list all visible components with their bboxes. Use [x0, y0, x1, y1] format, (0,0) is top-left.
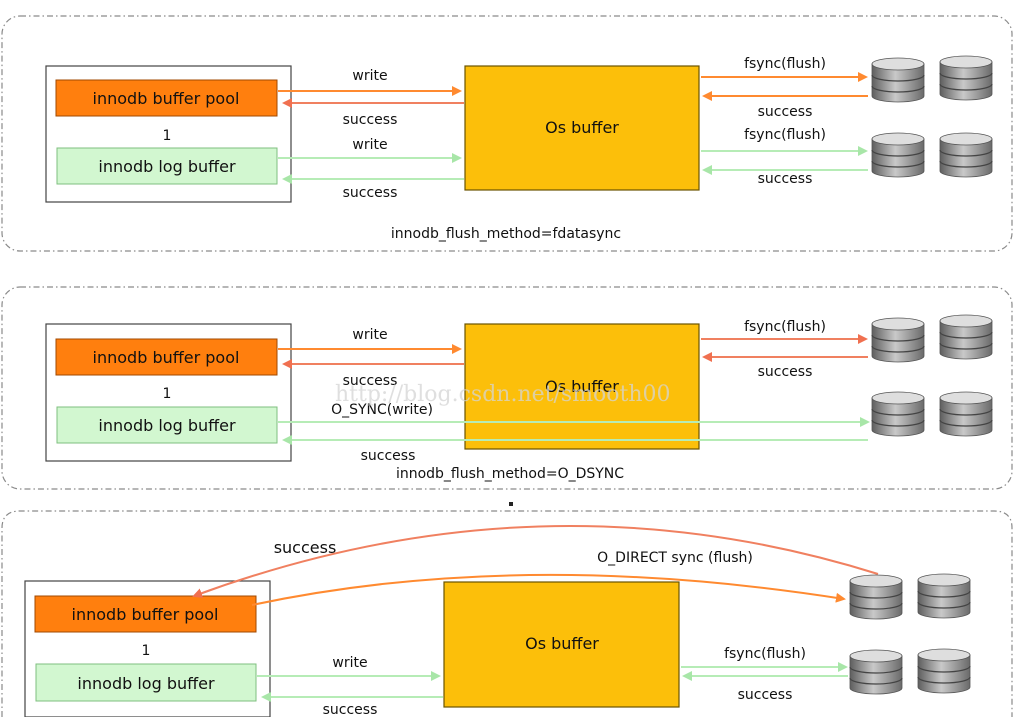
- innodb-buffer-pool-box: [55, 79, 278, 117]
- separator-dot: [509, 502, 513, 506]
- database-icon: [871, 391, 925, 437]
- write-label: write: [352, 327, 387, 343]
- log-fsync-label: fsync(flush): [724, 646, 806, 662]
- os-buffer-label: Os buffer: [545, 377, 619, 396]
- buffer-pool-label: innodb buffer pool: [93, 348, 240, 367]
- os-buffer-box: [464, 323, 700, 450]
- database-icon: [871, 132, 925, 178]
- database-icon: [871, 317, 925, 363]
- innodb-log-buffer-box: [56, 406, 278, 444]
- database-icon: [917, 573, 971, 619]
- log-write-label: write: [352, 137, 387, 153]
- direct-success-arrow: [192, 525, 879, 598]
- write-label: write: [352, 68, 387, 84]
- panel-caption: innodb_flush_method=O_DSYNC: [396, 466, 624, 482]
- os-buffer-label: Os buffer: [525, 634, 599, 653]
- innodb-log-buffer-box: [56, 147, 278, 185]
- watermark: http://blog.csdn.net/smooth00: [335, 382, 671, 407]
- log-fsync-success-label: success: [738, 687, 793, 703]
- fsync-success-label: success: [758, 104, 813, 120]
- log-success-label: success: [343, 185, 398, 201]
- os-buffer-label: Os buffer: [545, 118, 619, 137]
- database-icon: [917, 648, 971, 694]
- log-buffer-label: innodb log buffer: [77, 674, 215, 693]
- panel-caption: innodb_flush_method=fdatasync: [391, 226, 621, 242]
- panel-frame: [1, 15, 1013, 252]
- panel-o-direct: innodb buffer pool 1 innodb log buffer O…: [1, 510, 1013, 717]
- panel-frame: [1, 510, 1013, 717]
- one-label: 1: [142, 643, 151, 659]
- database-icon: [939, 391, 993, 437]
- log-fsync-label: fsync(flush): [744, 127, 826, 143]
- direct-success-label: success: [274, 538, 337, 557]
- innodb-buffer-pool-box: [34, 595, 257, 633]
- panel-frame: [1, 286, 1013, 490]
- log-buffer-label: innodb log buffer: [98, 157, 236, 176]
- os-buffer-box: [443, 581, 680, 708]
- buffer-pool-label: innodb buffer pool: [93, 89, 240, 108]
- log-success-label: success: [323, 702, 378, 717]
- one-label: 1: [163, 128, 172, 144]
- panel-o-dsync: innodb buffer pool 1 innodb log buffer O…: [1, 286, 1013, 490]
- fsync-label: fsync(flush): [744, 56, 826, 72]
- o-direct-arrow: [251, 573, 846, 606]
- fsync-label: fsync(flush): [744, 319, 826, 335]
- o-sync-write-label: O_SYNC(write): [331, 402, 433, 418]
- database-icon: [939, 55, 993, 101]
- success-label: success: [343, 373, 398, 389]
- os-buffer-box: [464, 65, 700, 191]
- success-label: success: [343, 112, 398, 128]
- log-write-label: write: [332, 655, 367, 671]
- log-fsync-success-label: success: [758, 171, 813, 187]
- o-direct-label: O_DIRECT sync (flush): [597, 550, 753, 566]
- buffer-pool-label: innodb buffer pool: [72, 605, 219, 624]
- panel-fdatasync: innodb buffer pool 1 innodb log buffer O…: [1, 15, 1013, 252]
- database-icon: [871, 57, 925, 103]
- one-label: 1: [163, 386, 172, 402]
- database-icon: [939, 132, 993, 178]
- database-icon: [849, 574, 903, 620]
- innodb-buffer-pool-box: [55, 338, 278, 376]
- innodb-log-buffer-box: [35, 663, 257, 702]
- database-icon: [849, 649, 903, 695]
- log-buffer-label: innodb log buffer: [98, 416, 236, 435]
- fsync-success-label: success: [758, 364, 813, 380]
- database-icon: [939, 314, 993, 360]
- o-sync-success-label: success: [361, 448, 416, 464]
